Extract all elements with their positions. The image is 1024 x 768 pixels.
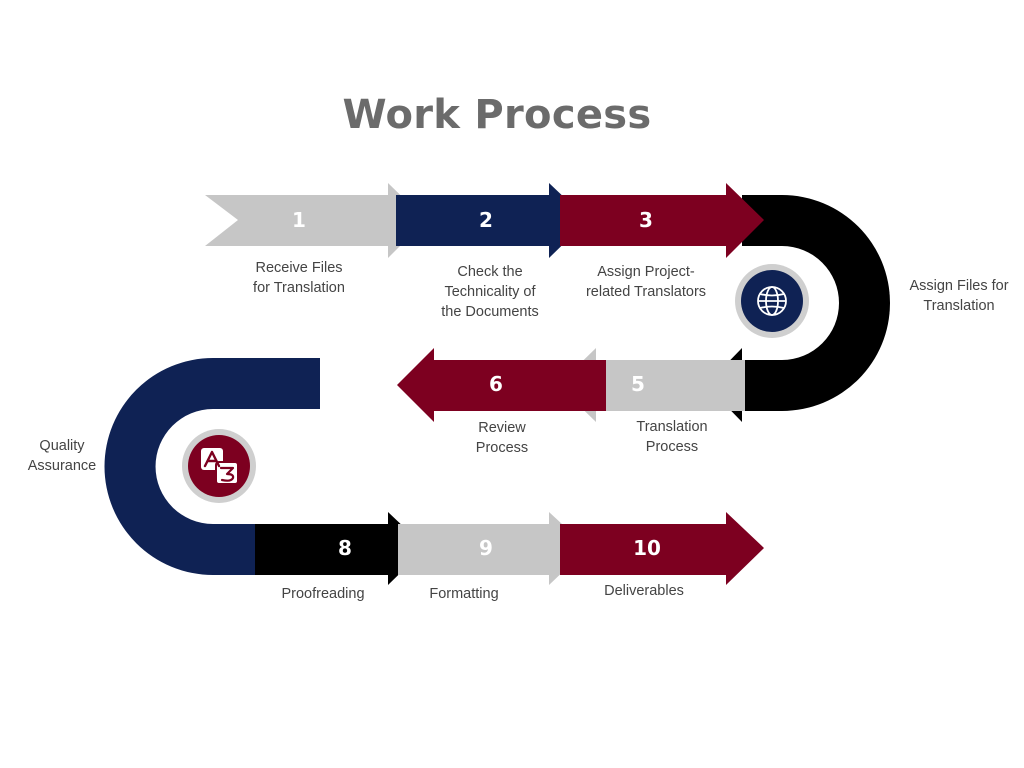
step-2-label: Check the Technicality of the Documents bbox=[441, 264, 539, 320]
step-10-number: 10 bbox=[633, 536, 661, 560]
step-7-label: Quality Assurance bbox=[27, 438, 97, 474]
step-10-arrow bbox=[560, 512, 764, 585]
step-10-label: Deliverables bbox=[604, 583, 684, 599]
step-5-number: 5 bbox=[631, 372, 645, 396]
step-2-arrow bbox=[396, 183, 588, 258]
step-3-label: Assign Project- related Translators bbox=[585, 264, 707, 300]
step-9-arrow bbox=[398, 512, 588, 585]
step-9-number: 9 bbox=[479, 536, 493, 560]
step-4-label: Assign Files for Translation bbox=[909, 278, 1009, 314]
step-5-label: Translation Process bbox=[636, 419, 708, 455]
step-4-curve bbox=[742, 195, 890, 411]
step-6-arrow bbox=[397, 348, 606, 422]
step-6-label: Review Process bbox=[475, 420, 529, 456]
language-translation-icon bbox=[182, 429, 256, 503]
globe-icon bbox=[735, 264, 809, 338]
step-8-label: Proofreading bbox=[281, 586, 365, 602]
step-7-curve bbox=[104, 358, 321, 575]
step-3-arrow bbox=[560, 183, 764, 258]
step-8-number: 8 bbox=[338, 536, 352, 560]
step-3-number: 3 bbox=[639, 208, 653, 232]
page-title: Work Process bbox=[342, 92, 652, 138]
step-8-arrow bbox=[255, 512, 426, 585]
step-9-label: Formatting bbox=[429, 586, 499, 602]
step-2-number: 2 bbox=[479, 208, 493, 232]
step-1-label: Receive Files for Translation bbox=[253, 260, 345, 296]
step-1-arrow bbox=[205, 183, 426, 258]
step-1-number: 1 bbox=[292, 208, 306, 232]
step-6-number: 6 bbox=[489, 372, 503, 396]
